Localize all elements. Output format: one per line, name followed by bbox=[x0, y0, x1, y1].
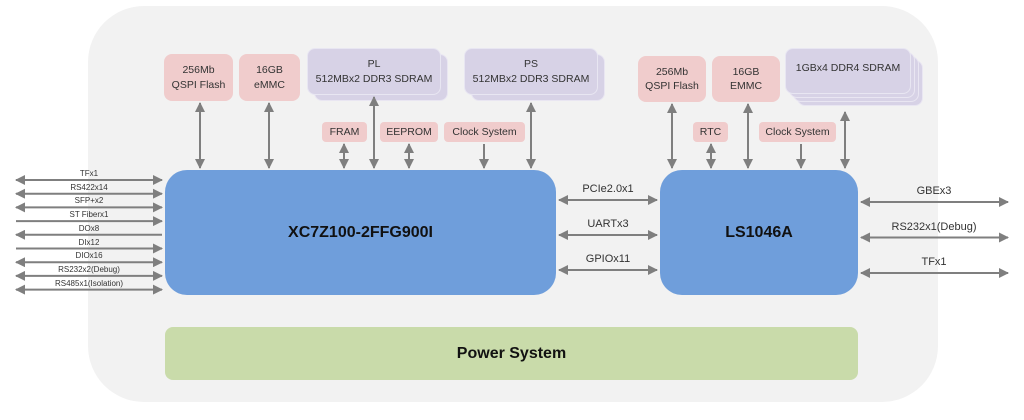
left-io-label: SFP+x2 bbox=[74, 196, 104, 206]
right-io-label: RS232x1(Debug) bbox=[891, 220, 977, 233]
fpga-emmc-line2: eMMC bbox=[254, 78, 285, 91]
interconnect-label: UARTx3 bbox=[587, 218, 629, 230]
fpga-emmc: 16GB eMMC bbox=[239, 54, 300, 101]
right-io-label: TFx1 bbox=[921, 256, 947, 268]
fpga-qspi-flash: 256Mb QSPI Flash bbox=[164, 54, 233, 101]
left-io-label: RS422x14 bbox=[70, 182, 108, 192]
cpu-qspi-line1: 256Mb bbox=[655, 65, 689, 78]
right-io-label: GBEx3 bbox=[916, 185, 952, 197]
ps-ddr3-line2: 512MBx2 DDR3 SDRAM bbox=[472, 72, 590, 85]
cpu-emmc-line1: 16GB bbox=[732, 65, 760, 78]
pl-ddr3-line2: 512MBx2 DDR3 SDRAM bbox=[315, 72, 433, 85]
fpga-qspi-line1: 256Mb bbox=[182, 64, 215, 77]
interconnect-label: PCIe2.0x1 bbox=[582, 183, 634, 195]
eeprom: EEPROM bbox=[380, 122, 438, 142]
cpu-emmc-line2: EMMC bbox=[729, 80, 763, 92]
fpga-emmc-line1: 16GB bbox=[256, 64, 283, 77]
left-io-label: DIOx16 bbox=[75, 251, 103, 261]
cpu-qspi-flash: 256Mb QSPI Flash bbox=[638, 56, 706, 102]
rtc: RTC bbox=[693, 122, 728, 142]
cpu-emmc: 16GB EMMC bbox=[712, 56, 780, 102]
fpga-clock-system: Clock System bbox=[444, 122, 525, 142]
left-io-label: TFx1 bbox=[79, 169, 99, 178]
cpu-qspi-line2: QSPI Flash bbox=[645, 80, 699, 92]
fpga-chip: XC7Z100-2FFG900I bbox=[165, 170, 556, 295]
left-io-label: ST Fiberx1 bbox=[69, 210, 109, 220]
fpga-qspi-line2: QSPI Flash bbox=[171, 78, 226, 91]
left-io-label: RS232x2(Debug) bbox=[58, 264, 120, 274]
left-io-label: RS485x1(Isolation) bbox=[54, 278, 124, 288]
cpu-chip: LS1046A bbox=[660, 170, 858, 295]
interconnect-label: GPIOx11 bbox=[585, 253, 631, 265]
ps-ddr3-sdram: PS 512MBx2 DDR3 SDRAM bbox=[464, 48, 598, 95]
left-io-label: DOx8 bbox=[78, 223, 100, 233]
pl-ddr3-line1: PL bbox=[367, 58, 381, 71]
power-system: Power System bbox=[165, 327, 858, 380]
left-io-label: DIx12 bbox=[78, 237, 100, 247]
fram: FRAM bbox=[322, 122, 367, 142]
cpu-clock-system: Clock System bbox=[759, 122, 836, 142]
pl-ddr3-sdram: PL 512MBx2 DDR3 SDRAM bbox=[307, 48, 441, 95]
ddr4-sdram: 1GBx4 DDR4 SDRAM bbox=[785, 48, 911, 94]
ps-ddr3-line1: PS bbox=[523, 58, 538, 71]
